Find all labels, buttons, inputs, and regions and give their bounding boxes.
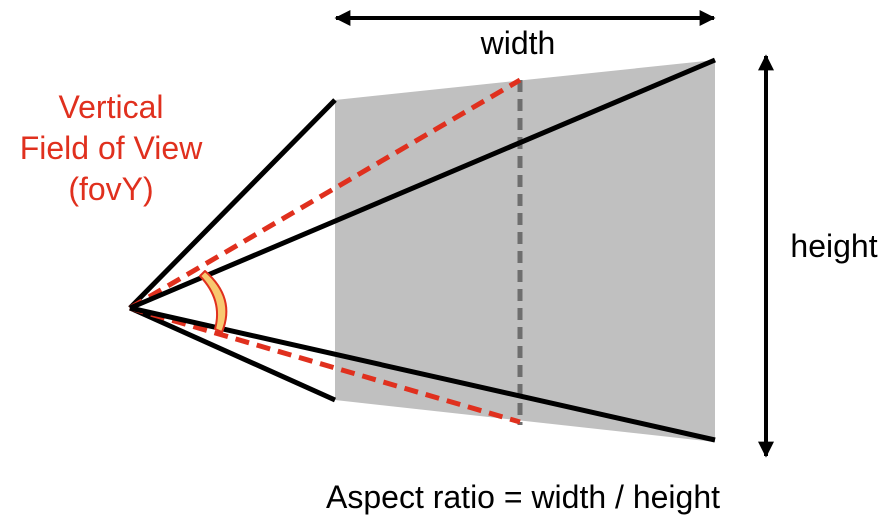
aspect-ratio-label: Aspect ratio = width / height (326, 479, 720, 515)
width-label: width (480, 25, 556, 61)
height-label: height (790, 228, 877, 264)
fov-angle-arc (199, 270, 228, 333)
near-plane-top-edge (128, 98, 337, 310)
fov-label-line2: Field of View (20, 130, 204, 166)
fov-bottom-dashed-ray (129, 305, 521, 425)
fov-top-dashed-ray (128, 77, 522, 311)
frustum-region (335, 60, 715, 442)
far-plane-top-edge (129, 57, 716, 311)
near-plane-bottom-edge (128, 305, 337, 403)
fov-label-line3: (fovY) (68, 171, 153, 207)
fov-label-line1: Vertical (59, 89, 164, 125)
far-plane-bottom-edge (129, 305, 716, 443)
